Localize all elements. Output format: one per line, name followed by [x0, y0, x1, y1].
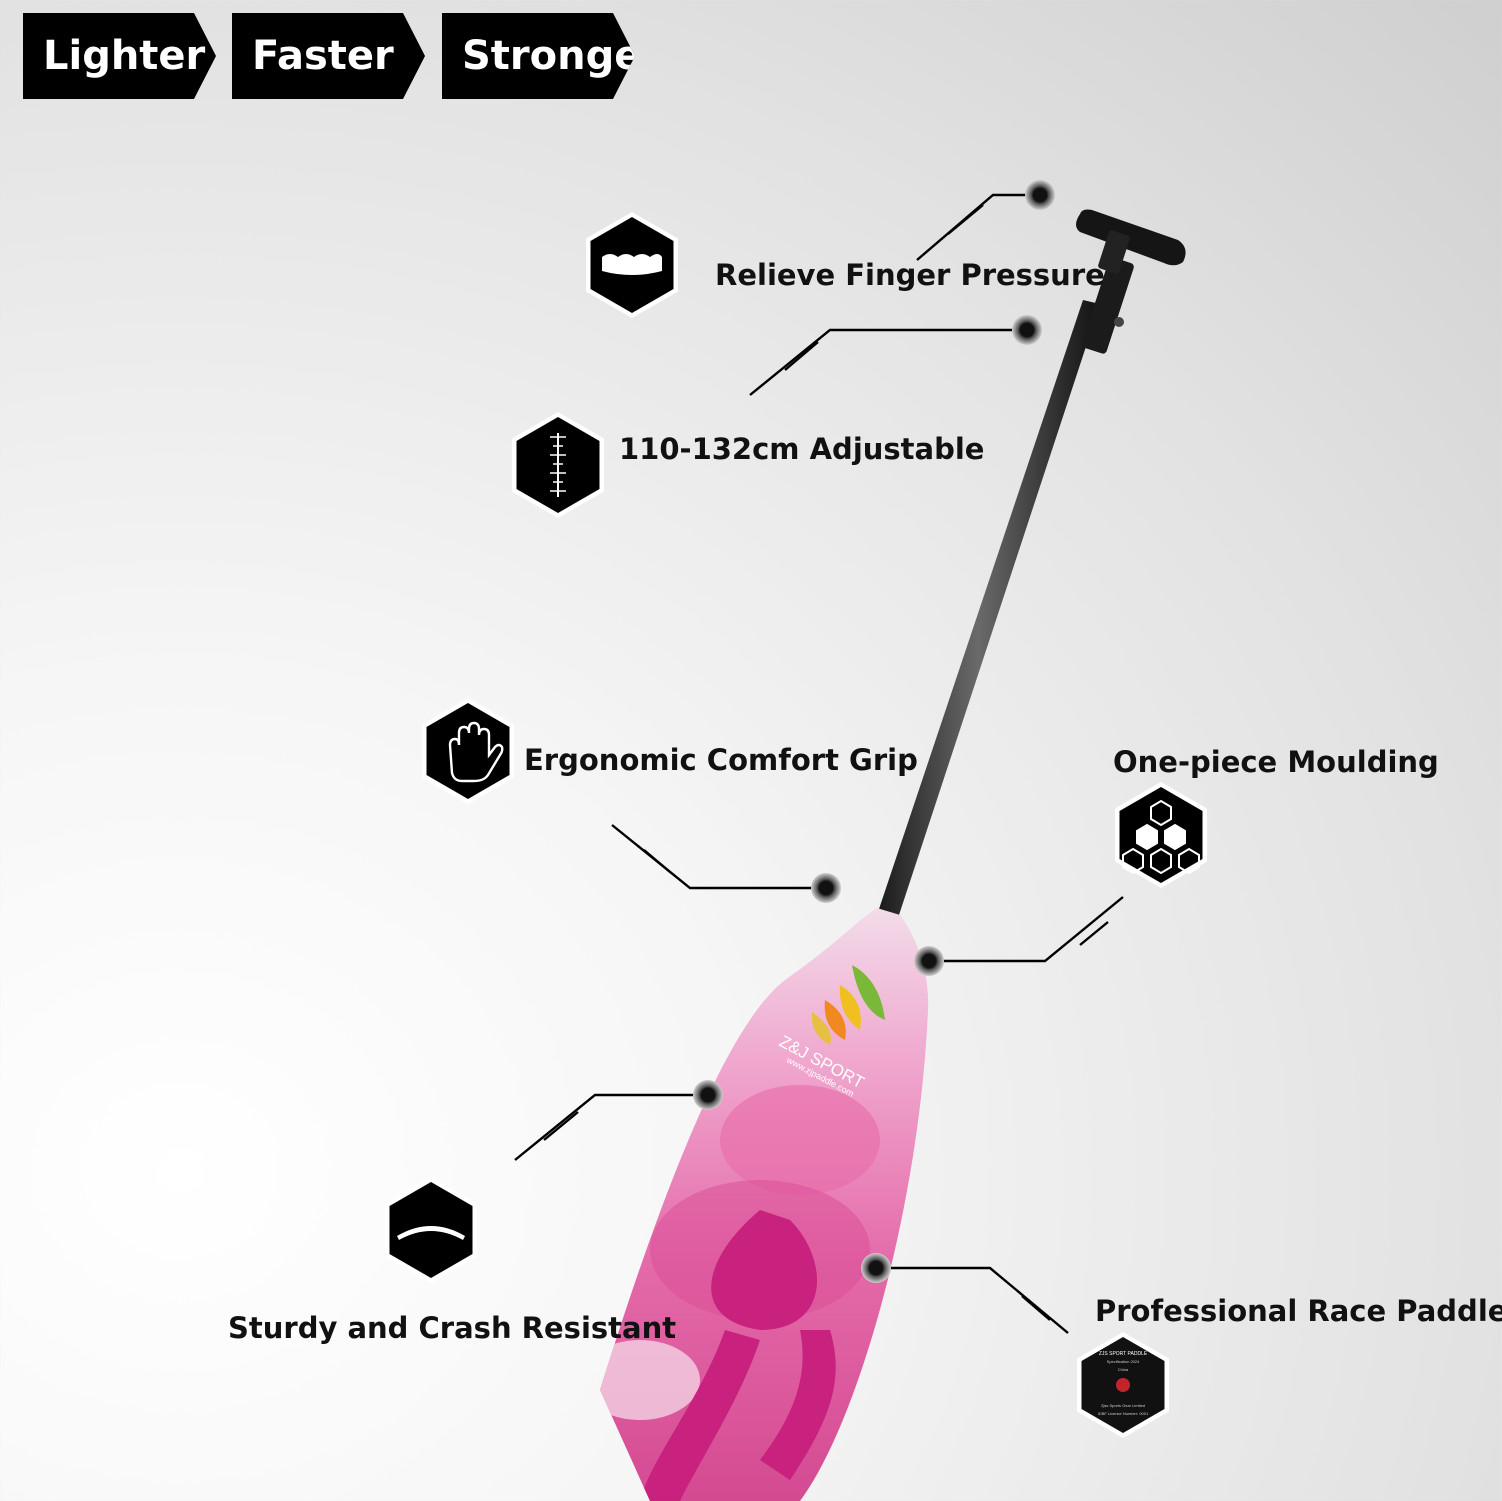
paddle-shaft — [878, 257, 1134, 918]
hand-icon — [422, 698, 514, 804]
callout-dots — [693, 180, 1055, 1283]
callout-dot — [1012, 315, 1042, 345]
brand-logo — [811, 965, 885, 1045]
finger-pressure-icon — [586, 212, 678, 318]
badge-footer: Zjss Sports Gear Limited — [1101, 1403, 1145, 1408]
feature-one-piece: One-piece Moulding — [1113, 745, 1439, 779]
callout-dot — [811, 873, 841, 903]
certificate-badge-icon: ZJS SPORT PADDLE Specification 2024 Chin… — [1077, 1332, 1169, 1438]
feature-comfort-grip: Ergonomic Comfort Grip — [524, 743, 918, 777]
tag-lighter: Lighter — [23, 13, 216, 99]
tag-stronger: Stronger — [442, 13, 635, 99]
feature-adjustable: 110-132cm Adjustable — [619, 432, 985, 466]
t-grip-handle — [1076, 209, 1186, 274]
callout-dot — [1025, 180, 1055, 210]
badge-line1: Specification 2024 — [1107, 1359, 1140, 1364]
badge-title: ZJS SPORT PADDLE — [1099, 1351, 1148, 1357]
honeycomb-icon — [1115, 782, 1207, 888]
paddle-blade: Z&J SPORT www.zjpaddle.com — [600, 908, 929, 1501]
feature-finger-pressure: Relieve Finger Pressure — [715, 258, 1105, 292]
feature-race-paddles: Professional Race Paddles — [1095, 1294, 1502, 1328]
badge-line2: China — [1118, 1367, 1129, 1372]
ruler-icon — [512, 412, 604, 518]
callout-dot — [861, 1253, 891, 1283]
badge-license: IDBF Licence Number: 0001 — [1098, 1411, 1149, 1416]
feature-crash-resistant: Sturdy and Crash Resistant — [228, 1311, 677, 1345]
shield-arc-icon — [385, 1177, 477, 1283]
tag-faster: Faster — [232, 13, 425, 99]
callout-dot — [914, 946, 944, 976]
callout-dot — [693, 1080, 723, 1110]
leader-lines — [514, 193, 1124, 1334]
